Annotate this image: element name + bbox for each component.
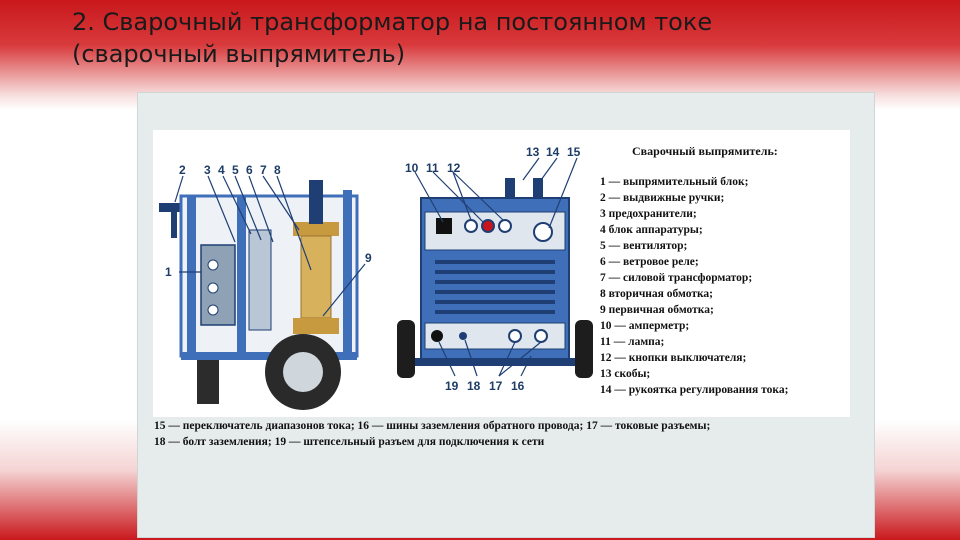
front-wheel-right: [575, 320, 593, 378]
legend-item: 14 — рукоятка регулирования тока;: [600, 384, 789, 396]
frame-post-mid: [237, 196, 246, 358]
legend-title: Сварочный выпрямитель:: [632, 144, 778, 158]
rectifier-front-view: 10 11 12 13 14 15 19 18 17 16: [397, 145, 593, 393]
callout-5: 5: [232, 163, 239, 177]
rectifier-terminal: [207, 304, 219, 316]
legend-item: 2 — выдвижные ручки;: [600, 192, 725, 204]
support-leg: [197, 360, 219, 404]
mains-socket: [431, 330, 443, 342]
callout-1: 1: [165, 265, 172, 279]
ammeter: [436, 218, 452, 234]
legend-item: 9 первичная обмотка;: [600, 304, 714, 316]
current-connector: [508, 329, 522, 343]
legend-item: 8 вторичная обмотка;: [600, 288, 714, 300]
callout-10: 10: [405, 161, 419, 175]
power-transformer: [300, 235, 332, 319]
legend-item: 11 — лампа;: [600, 336, 665, 348]
legend-item: 13 скобы;: [600, 368, 651, 380]
ground-bolt: [459, 332, 467, 340]
switch-button: [498, 219, 512, 233]
legend-item: 3 предохранители;: [600, 208, 697, 220]
slide-title-line-1: 2. Сварочный трансформатор на постоянном…: [72, 8, 713, 36]
legend-item: 6 — ветровое реле;: [600, 256, 699, 268]
pullout-handle: [159, 203, 199, 212]
range-switch: [533, 222, 553, 242]
front-base: [415, 358, 575, 366]
frame-post-left: [187, 196, 196, 358]
rectifier-terminal: [207, 282, 219, 294]
callout-15: 15: [567, 145, 581, 159]
transformer-yoke-top: [293, 222, 339, 236]
callout-14: 14: [546, 145, 560, 159]
welding-rectifier-illustration: 2 3 4 5 6 7 8 1 9: [159, 145, 593, 410]
lamp: [481, 219, 495, 233]
front-wheel-left: [397, 320, 415, 378]
callout-9: 9: [365, 251, 372, 265]
transformer-yoke-bottom: [293, 318, 339, 334]
slide-title-line-2: (сварочный выпрямитель): [72, 40, 406, 68]
callout-7: 7: [260, 163, 267, 177]
legend-item: 12 — кнопки выключателя;: [600, 352, 747, 364]
ventilation-grille: [435, 260, 555, 314]
wheel-hub: [283, 352, 323, 392]
callout-16: 16: [511, 379, 525, 393]
legend-item: 5 — вентилятор;: [600, 240, 688, 252]
callout-3: 3: [204, 163, 211, 177]
legend-item: 7 — силовой трансформатор;: [600, 272, 753, 284]
legend-item: 1 — выпрямительный блок;: [600, 176, 749, 188]
callout-18: 18: [467, 379, 481, 393]
handle-bracket: [171, 208, 177, 238]
fan: [248, 229, 272, 331]
callout-4: 4: [218, 163, 225, 177]
bracket: [533, 178, 543, 200]
welding-rectifier-figure: 2 3 4 5 6 7 8 1 9: [153, 130, 850, 417]
current-adjust-screw: [309, 180, 323, 224]
current-connector: [534, 329, 548, 343]
rectifier-terminal: [207, 259, 219, 271]
callout-6: 6: [246, 163, 253, 177]
callout-2: 2: [179, 163, 186, 177]
rectifier-block: [200, 244, 236, 326]
legend-item: 10 — амперметр;: [600, 320, 690, 332]
callout-12: 12: [447, 161, 461, 175]
slide-title: 2. Сварочный трансформатор на постоянном…: [72, 6, 932, 70]
legend-footer-line-1: 15 — переключатель диапазонов тока; 16 —…: [154, 420, 711, 432]
callout-19: 19: [445, 379, 459, 393]
callout-11: 11: [426, 161, 439, 175]
callout-13: 13: [526, 145, 540, 159]
legend-footer-line-2: 18 — болт заземления; 19 — штепсельный р…: [154, 436, 545, 448]
frame-post-right: [343, 190, 352, 358]
switch-button: [464, 219, 478, 233]
callout-8: 8: [274, 163, 281, 177]
legend-item: 4 блок аппаратуры;: [600, 224, 703, 236]
callout-17: 17: [489, 379, 503, 393]
bracket: [505, 178, 515, 200]
rectifier-side-view: 2 3 4 5 6 7 8 1 9: [159, 163, 372, 410]
